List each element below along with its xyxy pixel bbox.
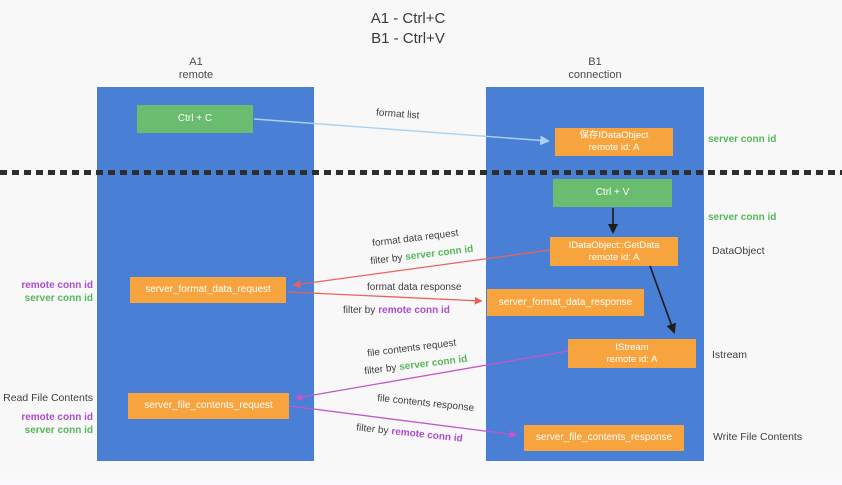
node-ctrl-v-label: Ctrl + V (595, 187, 630, 198)
filter-key-server-conn-id: server conn id (404, 243, 474, 263)
node-getdata-line1: IDataObject::GetData (568, 239, 660, 251)
filter-key-remote-conn-id: remote conn id (390, 426, 464, 445)
filter-prefix: filter by (355, 422, 389, 437)
lane-right-subtitle: connection (568, 69, 622, 81)
title-line-2: B1 - Ctrl+V (371, 30, 445, 47)
lane-header-left: A1 remote (96, 56, 296, 82)
node-save-line1: 保存IDataObject (579, 130, 649, 141)
filter-prefix: filter by (363, 362, 398, 378)
label-file-contents-response: file contents response (376, 392, 475, 415)
node-server-format-data-response: server_format_data_response (487, 289, 644, 316)
filter-prefix: filter by (369, 252, 404, 268)
annotation-dataobject: DataObject (712, 245, 765, 257)
phase-divider-dotted-line (0, 170, 842, 175)
annotation-server-conn-id-file: server conn id (24, 425, 93, 436)
annotation-remote-conn-id-file: remote conn id (21, 412, 93, 423)
annotation-server-conn-id-top: server conn id (708, 134, 777, 145)
annotation-server-conn-id-format: server conn id (24, 293, 93, 304)
node-istream: IStream remote id: A (568, 339, 696, 368)
lane-right-title: B1 (588, 56, 602, 68)
node-format-request-label: server_format_data_request (145, 284, 271, 295)
annotation-istream: Istream (712, 349, 748, 361)
node-server-file-contents-response: server_file_contents_response (524, 425, 684, 451)
annotation-write-file-contents: Write File Contents (713, 431, 803, 443)
title-line-1: A1 - Ctrl+C (370, 10, 446, 27)
lane-left-subtitle: remote (178, 69, 214, 81)
node-istream-line2: remote id: A (606, 353, 658, 365)
node-ctrl-c: Ctrl + C (137, 105, 253, 133)
node-format-response-label: server_format_data_response (498, 296, 633, 308)
node-file-request-label: server_file_contents_request (144, 400, 273, 411)
arrow-format-data-response (287, 291, 483, 305)
lane-header-right: B1 connection (486, 56, 704, 82)
label-format-data-response: format data response (367, 282, 462, 293)
filter-prefix: filter by (343, 305, 376, 316)
node-ctrl-v: Ctrl + V (553, 179, 672, 207)
node-server-file-contents-request: server_file_contents_request (128, 393, 289, 419)
annotation-remote-conn-id-format: remote conn id (21, 280, 93, 291)
node-ctrl-c-label: Ctrl + C (177, 113, 213, 124)
node-save-line2: remote id: A (588, 142, 640, 153)
diagram-title: A1 - Ctrl+C B1 - Ctrl+V (288, 9, 528, 49)
node-getdata-line2: remote id: A (588, 251, 640, 263)
label-format-list: format list (375, 107, 420, 122)
node-server-format-data-request: server_format_data_request (130, 277, 286, 303)
annotation-server-conn-id-mid: server conn id (708, 212, 777, 223)
annotation-read-file-contents: Read File Contents (3, 392, 93, 404)
node-istream-line1: IStream (615, 341, 649, 353)
node-save-idataobject: 保存IDataObject remote id: A (555, 128, 673, 156)
node-file-response-label: server_file_contents_response (535, 432, 673, 443)
node-idataobject-getdata: IDataObject::GetData remote id: A (550, 237, 678, 266)
filter-key-remote-conn-id: remote conn id (378, 305, 450, 316)
lane-left-title: A1 (189, 56, 203, 68)
filter-key-server-conn-id: server conn id (398, 353, 468, 373)
